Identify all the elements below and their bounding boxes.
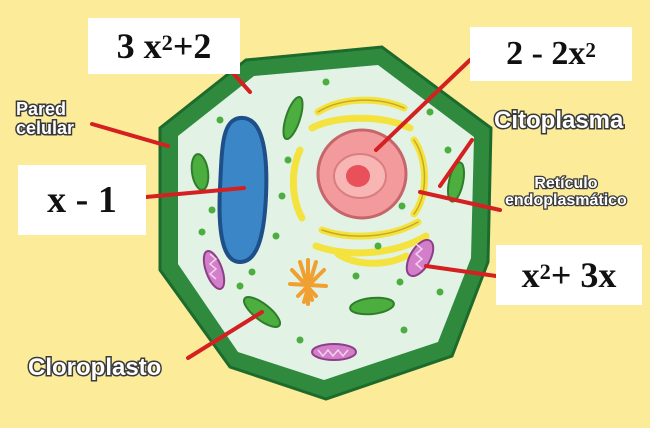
expression-right-base: x: [522, 254, 540, 296]
expression-top-left-base: 3 x: [117, 25, 162, 67]
label-celular: celular: [16, 119, 74, 138]
label-reticulo-endoplasmatico: Retículo endoplasmático: [505, 176, 627, 210]
expression-left-text: x - 1: [47, 178, 117, 222]
expression-top-left-tail: +2: [173, 25, 212, 67]
expression-left: x - 1: [18, 165, 146, 235]
expression-top-right-base: 2 - 2x: [506, 35, 585, 73]
expression-top-right-exponent: 2: [585, 38, 596, 63]
label-pared: Pared: [16, 100, 74, 119]
expression-top-left-exponent: 2: [162, 30, 173, 56]
nucleolus: [346, 165, 370, 187]
label-pared-celular: Pared celular: [16, 100, 74, 138]
label-reticulo: Retículo: [505, 176, 627, 193]
expression-right-exponent: 2: [540, 259, 551, 285]
expression-right-tail: + 3x: [551, 254, 617, 296]
label-citoplasma: Citoplasma: [494, 108, 623, 133]
label-cloroplasto: Cloroplasto: [28, 355, 161, 380]
label-endoplasmatico: endoplasmático: [505, 193, 627, 210]
